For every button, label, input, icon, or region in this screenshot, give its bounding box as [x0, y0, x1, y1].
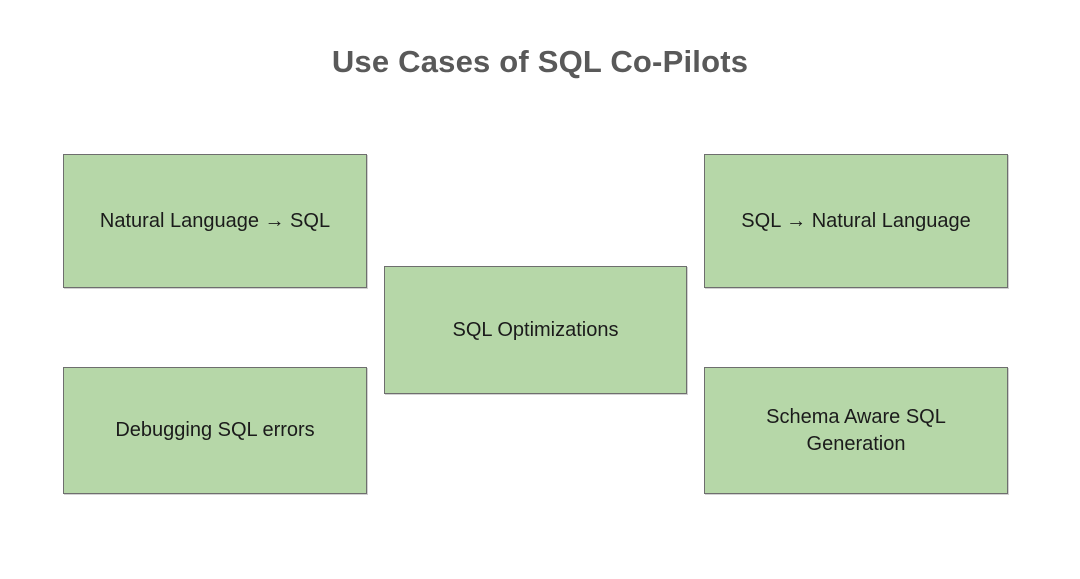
box-debugging-sql-errors: Debugging SQL errors — [63, 367, 367, 494]
box-label: SQL → Natural Language — [741, 209, 971, 232]
box-sql-optimizations: SQL Optimizations — [384, 266, 687, 394]
box-label: Schema Aware SQL Generation — [766, 405, 946, 455]
diagram-title: Use Cases of SQL Co-Pilots — [331, 44, 749, 79]
box-label: SQL Optimizations — [452, 318, 619, 341]
box-schema-aware-sql-generation: Schema Aware SQL Generation — [704, 367, 1008, 494]
box-label: Natural Language → SQL — [99, 209, 331, 232]
box-label: Debugging SQL errors — [115, 419, 315, 441]
box-natural-language-to-sql: Natural Language → SQL — [63, 154, 367, 288]
box-sql-to-natural-language: SQL → Natural Language — [704, 154, 1008, 288]
